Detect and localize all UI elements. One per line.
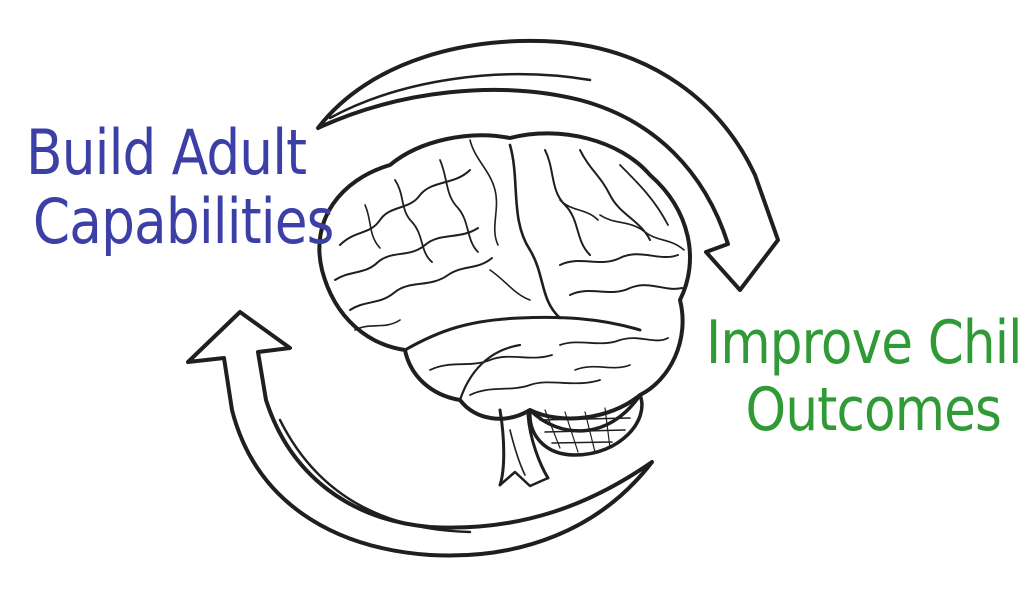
build-label-line2: Capabilities — [32, 185, 335, 259]
improve-child-outcomes-label: Improve Child Outcomes — [706, 308, 1024, 446]
build-label-line1: Build Adult — [26, 116, 307, 189]
build-adult-capabilities-label: Build Adult Capabilities — [26, 118, 334, 257]
brain-icon — [317, 131, 692, 488]
improve-label-line2: Outcomes — [745, 375, 1002, 446]
cycle-arrow-bottom-icon — [186, 310, 654, 558]
improve-label-line1: Improve Child — [706, 308, 1024, 378]
cycle-arrow-top-icon — [316, 38, 780, 292]
